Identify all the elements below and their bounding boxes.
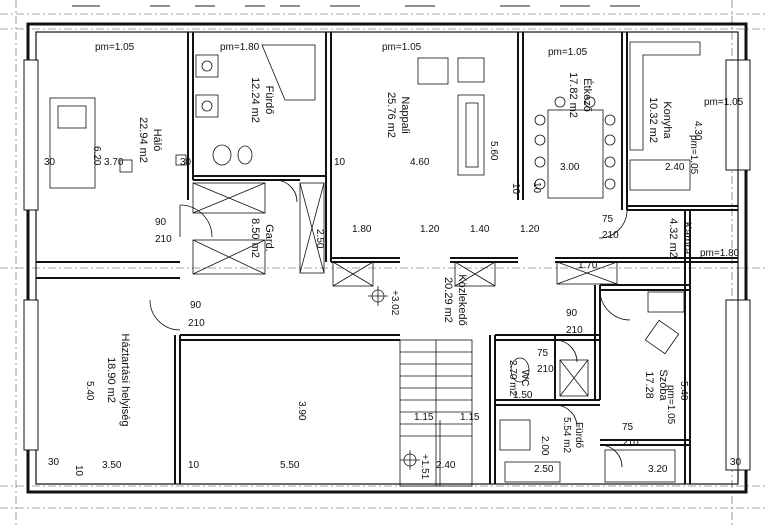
dim-label: 1.40 bbox=[470, 224, 490, 235]
door-width: 90 bbox=[155, 217, 167, 228]
room-area-furdo: 12.24 m2 bbox=[249, 77, 261, 123]
dim-label: 30 bbox=[180, 157, 192, 168]
dim-label: 1.50 bbox=[513, 390, 533, 401]
dim-label: 10 bbox=[334, 157, 346, 168]
dim-label: 1.70 bbox=[578, 260, 598, 271]
dim-label: 10 bbox=[531, 182, 542, 194]
dim-label: 3.50 bbox=[102, 460, 122, 471]
door-height: 210 bbox=[622, 438, 639, 449]
dim-label: 3.70 bbox=[104, 157, 124, 168]
room-name-furdo: Fürdő bbox=[263, 86, 275, 115]
stairs bbox=[399, 339, 473, 487]
dim-label: 1.20 bbox=[420, 224, 440, 235]
dim-label: 30 bbox=[44, 157, 56, 168]
dim-label: 5.50 bbox=[280, 460, 300, 471]
furniture bbox=[49, 41, 701, 483]
dim-label: 5.40 bbox=[678, 381, 689, 401]
pm-label: pm=1.05 bbox=[548, 47, 588, 58]
pm-labels: pm=1.05 pm=1.80 pm=1.05 pm=1.05 pm=1.05 … bbox=[95, 42, 744, 425]
door-labels: 90 210 90 210 75 210 90 210 75 210 75 21… bbox=[155, 214, 639, 449]
pm-label: pm=1.80 bbox=[700, 248, 740, 259]
room-name-kozlekedo: Közlekedő bbox=[456, 274, 468, 325]
level-labels: +3.02 +1.51 bbox=[389, 290, 430, 480]
dim-label: 3.20 bbox=[648, 464, 668, 475]
dim-label: 5.60 bbox=[488, 141, 499, 161]
room-name-etkezo: Étkező bbox=[581, 78, 594, 112]
room-name-szoba: Szoba bbox=[657, 369, 669, 401]
pm-label: pm=1.05 bbox=[665, 385, 676, 425]
pm-label: pm=1.05 bbox=[688, 135, 699, 175]
room-area-konyha: 10.32 m2 bbox=[647, 97, 659, 143]
door-height: 210 bbox=[537, 364, 554, 375]
door-width: 75 bbox=[602, 214, 614, 225]
dim-label: 1.15 bbox=[414, 412, 434, 423]
room-area-kamra: 4.32 m2 bbox=[667, 218, 679, 258]
door-width: 90 bbox=[190, 300, 202, 311]
dim-label: 2.00 bbox=[539, 436, 550, 456]
dim-label: 3.00 bbox=[560, 162, 580, 173]
closets bbox=[192, 182, 618, 397]
dim-label: 6.20 bbox=[91, 146, 102, 166]
room-name-gard: Gard. bbox=[263, 224, 275, 252]
room-area-etkezo: 17.82 m2 bbox=[567, 72, 579, 118]
dim-label: 1.80 bbox=[352, 224, 372, 235]
dim-label: 2.50 bbox=[314, 229, 325, 249]
door-width: 90 bbox=[566, 308, 578, 319]
dim-label: 3.90 bbox=[296, 401, 307, 421]
room-name-hazt: Háztartási helyiség bbox=[119, 334, 131, 427]
windows bbox=[23, 59, 751, 471]
dim-label: 30 bbox=[730, 457, 742, 468]
pm-label: pm=1.05 bbox=[704, 97, 744, 108]
door-swings bbox=[149, 179, 631, 468]
room-area-nappali: 25.76 m2 bbox=[385, 92, 397, 138]
door-height: 210 bbox=[188, 318, 205, 329]
room-area-szoba: 17.28 bbox=[643, 371, 655, 399]
dim-label: 2.50 bbox=[534, 464, 554, 475]
room-area-halo: 22.94 m2 bbox=[137, 117, 149, 163]
interior-walls bbox=[36, 32, 738, 484]
room-name-konyha: Konyha bbox=[661, 101, 673, 139]
door-width: 75 bbox=[537, 348, 549, 359]
dim-label: 10 bbox=[73, 465, 84, 477]
dim-label: 5.40 bbox=[84, 381, 95, 401]
door-height: 210 bbox=[602, 230, 619, 241]
dim-label: 10 bbox=[510, 183, 521, 195]
room-area-wc: 2.70 m2 bbox=[507, 360, 518, 397]
room-name-wc: WC bbox=[519, 370, 530, 387]
room-area-furdo2: 5.54 m2 bbox=[561, 417, 572, 454]
room-area-hazt: 18.90 m2 bbox=[105, 357, 117, 403]
dim-label: 1.20 bbox=[520, 224, 540, 235]
dim-label: 2.40 bbox=[436, 460, 456, 471]
room-labels: Háló 22.94 m2 Fürdő 12.24 m2 Nappali 25.… bbox=[105, 72, 693, 453]
pm-label: pm=1.05 bbox=[95, 42, 135, 53]
door-height: 210 bbox=[155, 234, 172, 245]
dim-label: 1.15 bbox=[460, 412, 480, 423]
dimension-labels: 30 3.70 30 10 4.60 10 5.60 10 3.00 2.40 … bbox=[44, 121, 742, 477]
level-value: +3.02 bbox=[389, 290, 400, 316]
room-area-gard: 8.50 m2 bbox=[249, 218, 261, 258]
dim-label: 2.40 bbox=[665, 162, 685, 173]
level-markers bbox=[368, 286, 420, 470]
room-area-kozlekedo: 20.29 m2 bbox=[442, 277, 454, 323]
level-value: +1.51 bbox=[419, 454, 430, 480]
door-height: 210 bbox=[566, 325, 583, 336]
dim-label: 4.30 bbox=[692, 121, 703, 141]
room-name-halo: Háló bbox=[151, 129, 163, 152]
dim-label: 30 bbox=[48, 457, 60, 468]
dim-label: 10 bbox=[188, 460, 200, 471]
pm-label: pm=1.80 bbox=[220, 42, 260, 53]
door-width: 75 bbox=[622, 422, 634, 433]
pm-label: pm=1.05 bbox=[382, 42, 422, 53]
dim-label: 4.60 bbox=[410, 157, 430, 168]
room-name-furdo2: Fürdő bbox=[573, 422, 584, 449]
room-name-kamra: Kamra bbox=[681, 222, 693, 255]
room-name-nappali: Nappali bbox=[399, 96, 411, 133]
